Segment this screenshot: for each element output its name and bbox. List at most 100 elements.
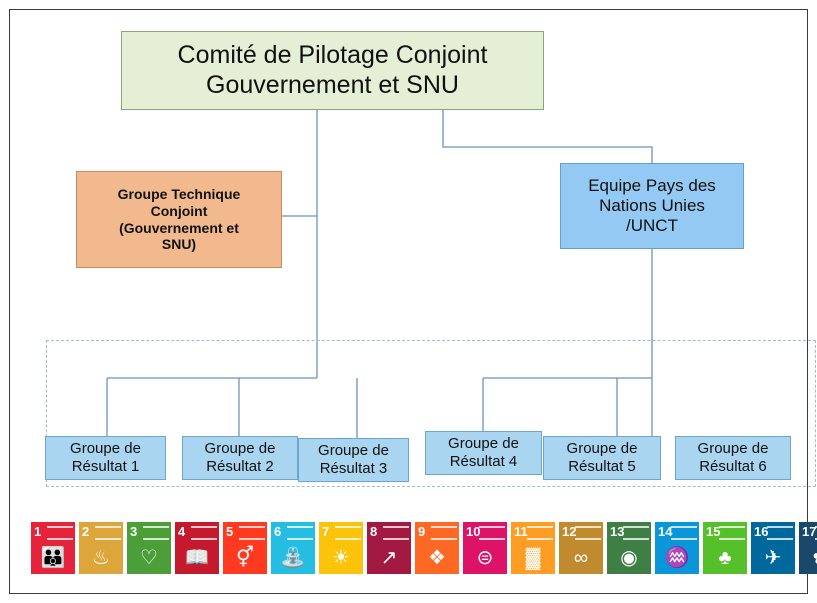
steering-committee-line1: Comité de Pilotage Conjoint bbox=[177, 41, 488, 69]
sdg-number: 16 bbox=[754, 524, 769, 539]
sdg-number: 4 bbox=[178, 524, 186, 539]
result-group-1: Groupe de Résultat 1 bbox=[45, 436, 166, 480]
bowl-icon: ♨ bbox=[92, 547, 110, 569]
unct-box: Equipe Pays des Nations Unies /UNCT bbox=[560, 163, 744, 249]
sdg-tile-8: 8↗ bbox=[367, 522, 411, 574]
sdg-caption-bars bbox=[239, 526, 265, 540]
heartbeat-icon: ♡ bbox=[140, 547, 158, 569]
result-group-6-line1: Groupe de bbox=[697, 440, 769, 458]
equal-icon: ⊜ bbox=[476, 547, 494, 569]
sdg-number: 17 bbox=[802, 524, 817, 539]
sdg-number: 13 bbox=[610, 524, 625, 539]
sdg-caption-bars bbox=[95, 526, 121, 540]
result-group-4-line2: Résultat 4 bbox=[449, 453, 518, 470]
unct-line3: /UNCT bbox=[626, 216, 678, 236]
sdg-tile-6: 6⛲ bbox=[271, 522, 315, 574]
sdg-tile-4: 4📖 bbox=[175, 522, 219, 574]
result-group-3: Groupe de Résultat 3 bbox=[298, 438, 409, 482]
infinity-icon: ∞ bbox=[573, 547, 589, 569]
technical-group-line4: SNU) bbox=[161, 236, 197, 253]
sdg-tile-9: 9❖ bbox=[415, 522, 459, 574]
sdg-number: 1 bbox=[34, 524, 42, 539]
sdg-number: 8 bbox=[370, 524, 378, 539]
sdg-caption-bars bbox=[287, 526, 313, 540]
result-groups-region bbox=[46, 340, 816, 487]
steering-committee-line2: Gouvernement et SNU bbox=[206, 70, 459, 99]
technical-group-line1: Groupe Technique bbox=[117, 186, 241, 203]
sun-icon: ☀ bbox=[332, 547, 350, 569]
growth-chart-icon: ↗ bbox=[380, 547, 398, 569]
sdg-caption-bars bbox=[671, 526, 697, 540]
city-icon: ▓ bbox=[525, 547, 541, 569]
sdg-number: 5 bbox=[226, 524, 234, 539]
sdg-tile-12: 12 ∞ bbox=[559, 522, 603, 574]
gender-icon: ⚥ bbox=[235, 547, 255, 569]
sdg-caption-bars bbox=[47, 526, 73, 540]
result-group-4: Groupe de Résultat 4 bbox=[425, 431, 542, 475]
sdg-tile-14: 14 ♒ bbox=[655, 522, 699, 574]
result-group-5: Groupe de Résultat 5 bbox=[543, 436, 661, 480]
sdg-number: 15 bbox=[706, 524, 721, 539]
sdg-caption-bars bbox=[527, 526, 553, 540]
technical-group-box: Groupe Technique Conjoint (Gouvernement … bbox=[76, 171, 282, 268]
sdg-tile-17: 17 ✿ bbox=[799, 522, 817, 574]
sdg-caption-bars bbox=[767, 526, 793, 540]
sdg-number: 6 bbox=[274, 524, 282, 539]
result-group-4-line1: Groupe de bbox=[448, 435, 519, 453]
sdg-tile-15: 15 ♣ bbox=[703, 522, 747, 574]
sdg-tile-1: 1👪 bbox=[31, 522, 75, 574]
technical-group-line3: (Gouvernement et bbox=[119, 219, 239, 236]
sdg-tile-5: 5⚥ bbox=[223, 522, 267, 574]
diagram-frame bbox=[9, 9, 808, 594]
result-group-3-line2: Résultat 3 bbox=[319, 460, 388, 477]
unct-line2: Nations Unies bbox=[599, 195, 705, 215]
result-group-6-line2: Résultat 6 bbox=[699, 458, 767, 475]
result-group-1-line2: Résultat 1 bbox=[71, 458, 140, 475]
sdg-caption-bars bbox=[479, 526, 505, 540]
result-group-6: Groupe de Résultat 6 bbox=[675, 436, 791, 480]
sdg-caption-bars bbox=[575, 526, 601, 540]
water-icon: ⛲ bbox=[280, 547, 306, 569]
sdg-caption-bars bbox=[143, 526, 169, 540]
result-group-2-line2: Résultat 2 bbox=[206, 458, 274, 475]
sdg-caption-bars bbox=[383, 526, 409, 540]
sdg-caption-bars bbox=[815, 526, 817, 540]
sdg-number: 11 bbox=[514, 524, 528, 539]
eye-globe-icon: ◉ bbox=[620, 547, 638, 569]
sdg-number: 3 bbox=[130, 524, 138, 539]
sdg-number: 14 bbox=[658, 524, 673, 539]
sdg-caption-bars bbox=[191, 526, 217, 540]
dove-icon: ✈ bbox=[764, 547, 782, 569]
tree-icon: ♣ bbox=[718, 547, 732, 569]
fish-icon: ♒ bbox=[664, 547, 690, 569]
sdg-icon-strip: 1👪2♨3♡4📖5⚥6⛲7☀8↗9❖10⊜11▓12∞13◉14♒15♣16✈1… bbox=[31, 522, 817, 574]
sdg-tile-2: 2♨ bbox=[79, 522, 123, 574]
sdg-caption-bars bbox=[623, 526, 649, 540]
sdg-caption-bars bbox=[431, 526, 457, 540]
sdg-caption-bars bbox=[719, 526, 745, 540]
sdg-number: 7 bbox=[322, 524, 330, 539]
flower-icon: ✿ bbox=[799, 548, 817, 568]
cubes-icon: ❖ bbox=[428, 547, 446, 569]
result-group-2: Groupe de Résultat 2 bbox=[182, 436, 298, 480]
result-group-1-line1: Groupe de bbox=[70, 440, 141, 458]
unct-connector bbox=[442, 110, 653, 163]
people-icon: 👪 bbox=[40, 547, 66, 569]
book-icon: 📖 bbox=[184, 547, 210, 569]
sdg-caption-bars bbox=[335, 526, 361, 540]
sdg-tile-10: 10 ⊜ bbox=[463, 522, 507, 574]
sdg-number: 10 bbox=[466, 524, 481, 539]
result-group-5-line1: Groupe de bbox=[566, 440, 638, 458]
sdg-number: 12 bbox=[562, 524, 577, 539]
sdg-tile-16: 16 ✈ bbox=[751, 522, 795, 574]
result-group-3-line1: Groupe de bbox=[318, 442, 389, 460]
unct-line1: Equipe Pays des bbox=[588, 175, 716, 195]
sdg-tile-11: 11 ▓ bbox=[511, 522, 555, 574]
result-group-2-line1: Groupe de bbox=[204, 440, 276, 458]
sdg-tile-3: 3♡ bbox=[127, 522, 171, 574]
sdg-tile-7: 7☀ bbox=[319, 522, 363, 574]
sdg-tile-13: 13 ◉ bbox=[607, 522, 651, 574]
steering-committee-box: Comité de Pilotage Conjoint Gouvernement… bbox=[121, 31, 544, 110]
result-group-5-line2: Résultat 5 bbox=[568, 458, 636, 475]
